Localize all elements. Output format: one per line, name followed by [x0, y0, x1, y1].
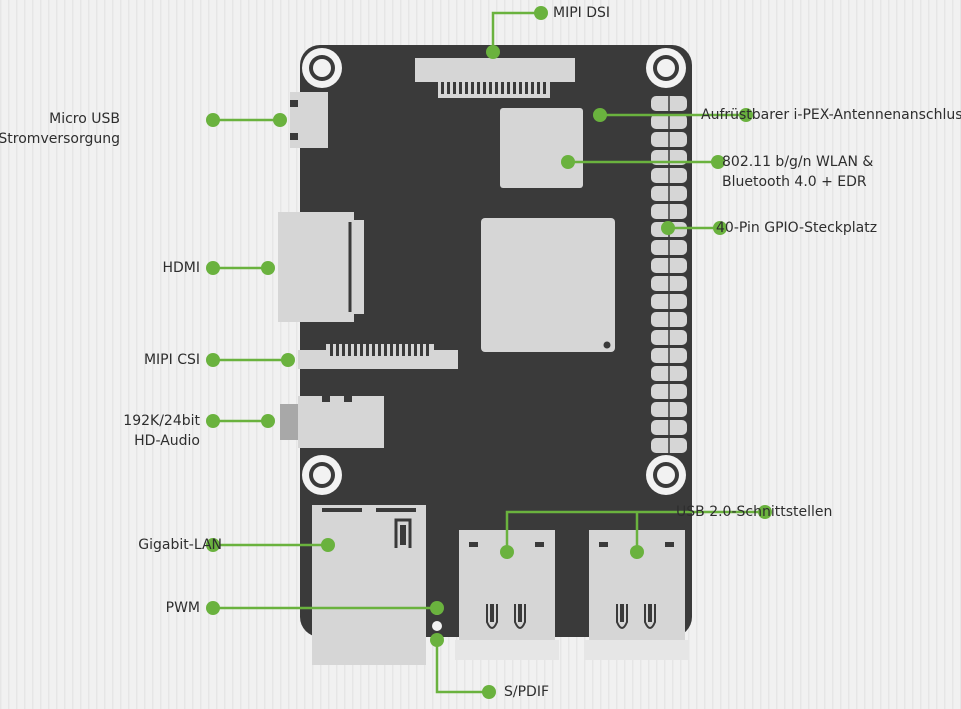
label-hdmi: HDMI	[162, 260, 200, 276]
label-ipex: Aufrüstbarer i-PEX-Antennenanschluss	[701, 107, 961, 123]
csi-pin	[348, 344, 351, 356]
dsi-pin	[531, 82, 534, 94]
dsi-pin	[447, 82, 450, 94]
label-pwm: PWM	[165, 600, 200, 616]
label-mipi-csi: MIPI CSI	[143, 352, 200, 368]
usb-flange	[585, 640, 689, 660]
callout-line-mipi-dsi	[491, 11, 541, 52]
dsi-pin	[519, 82, 522, 94]
hdmi-port	[278, 212, 364, 322]
csi-pin	[366, 344, 369, 356]
label-audio-line2: HD-Audio	[134, 433, 200, 449]
usb-notch	[469, 542, 478, 547]
usb-contact-core	[648, 604, 652, 622]
dsi-pin	[477, 82, 480, 94]
dsi-pin	[471, 82, 474, 94]
csi-pin	[342, 344, 345, 356]
spdif-led	[432, 621, 442, 631]
dsi-pin	[465, 82, 468, 94]
label-micro-usb-line1: Micro USB	[49, 111, 120, 127]
csi-pin	[372, 344, 375, 356]
dsi-pin	[453, 82, 456, 94]
callout-lines	[213, 11, 765, 694]
csi-pin	[408, 344, 411, 356]
label-gpio: 40-Pin GPIO-Steckplatz	[716, 220, 878, 236]
soc-chip	[481, 218, 615, 352]
label-usb: USB 2.0-Schnittstellen	[676, 504, 833, 520]
usb-contact	[514, 604, 526, 629]
mipi-dsi-connector	[415, 58, 575, 98]
usb-contact-core	[518, 604, 522, 622]
label-lan: Gigabit-LAN	[138, 537, 222, 553]
dsi-pin	[459, 82, 462, 94]
mounting-hole-bottom-left	[302, 455, 342, 495]
dsi-pin	[495, 82, 498, 94]
csi-pin	[360, 344, 363, 356]
dsi-pin	[501, 82, 504, 94]
dsi-pin	[525, 82, 528, 94]
usb-notch	[535, 542, 544, 547]
usb-flange	[455, 640, 559, 660]
ethernet-port	[312, 505, 426, 665]
dsi-pin	[489, 82, 492, 94]
label-micro-usb-line2: Stromversorgung	[0, 131, 120, 147]
dsi-pin	[513, 82, 516, 94]
csi-pin	[384, 344, 387, 356]
usb-contact	[486, 604, 498, 629]
csi-pin	[336, 344, 339, 356]
mounting-hole-top-left	[302, 48, 342, 88]
dsi-pin	[543, 82, 546, 94]
usb-contact-core	[490, 604, 494, 622]
callout-dots	[206, 6, 772, 699]
label-micro-usb: Micro USB Stromversorgung	[0, 109, 120, 149]
csi-pin	[426, 344, 429, 356]
label-wlan-line1: 802.11 b/g/n WLAN &	[722, 154, 874, 170]
usb-notch	[599, 542, 608, 547]
mounting-hole-bottom-right	[646, 455, 686, 495]
label-audio: 192K/24bit HD-Audio	[123, 411, 200, 451]
label-spdif: S/PDIF	[504, 684, 550, 700]
label-mipi-dsi: MIPI DSI	[553, 5, 611, 21]
dsi-pin	[537, 82, 540, 94]
dsi-pin	[507, 82, 510, 94]
callout-line-usb	[505, 510, 765, 552]
usb-notch	[665, 542, 674, 547]
csi-pin	[396, 344, 399, 356]
dsi-pin	[483, 82, 486, 94]
label-audio-line1: 192K/24bit	[123, 413, 200, 429]
mipi-csi-connector	[298, 344, 458, 369]
usb-contact-core	[620, 604, 624, 622]
csi-pin	[402, 344, 405, 356]
csi-pin	[378, 344, 381, 356]
audio-jack	[280, 396, 384, 448]
usb-contact	[616, 604, 628, 629]
csi-pin	[330, 344, 333, 356]
usb-contact	[644, 604, 656, 629]
label-wlan-line2: Bluetooth 4.0 + EDR	[722, 174, 867, 190]
mounting-hole-top-right	[646, 48, 686, 88]
dsi-pin	[441, 82, 444, 94]
micro-usb-port	[290, 92, 328, 148]
csi-pin	[354, 344, 357, 356]
csi-pin	[414, 344, 417, 356]
wlan-bluetooth-module	[500, 108, 583, 188]
callout-line-spdif	[435, 640, 489, 694]
label-wlan: 802.11 b/g/n WLAN & Bluetooth 4.0 + EDR	[722, 152, 873, 192]
csi-pin	[390, 344, 393, 356]
gpio-header	[650, 94, 688, 454]
csi-pin	[420, 344, 423, 356]
